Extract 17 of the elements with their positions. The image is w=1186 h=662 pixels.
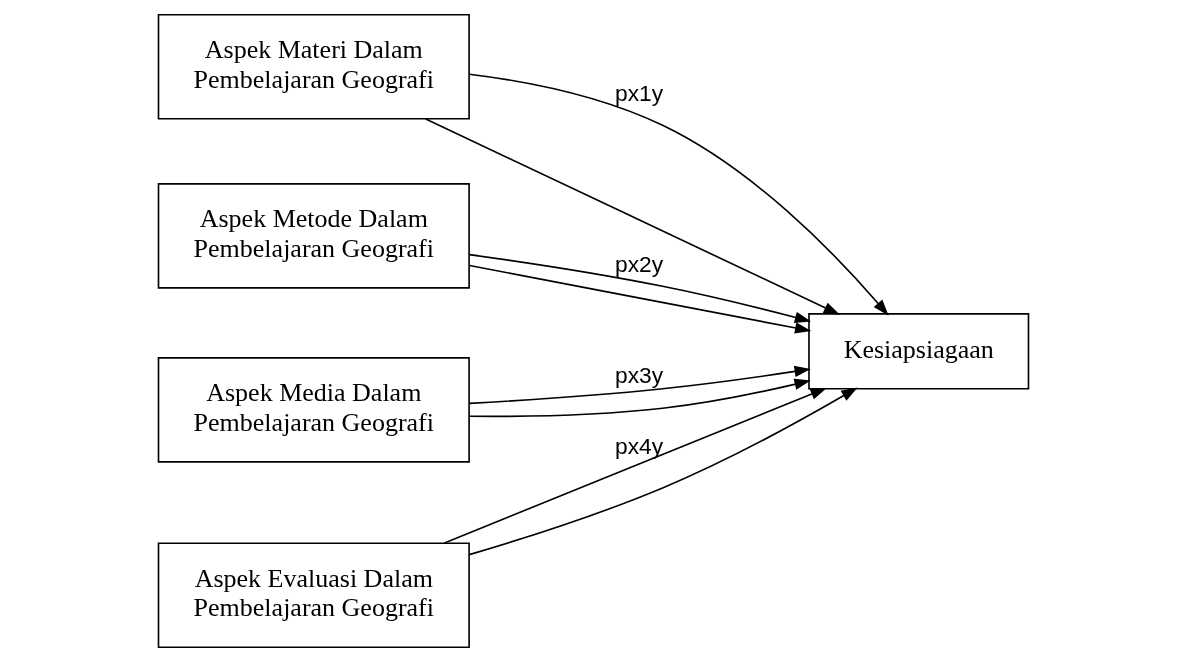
arrow — [443, 387, 827, 544]
node-box: Kesiapsiagaan — [807, 313, 1029, 390]
edge-label: px3y — [614, 361, 663, 388]
arrow — [467, 378, 811, 418]
node-box: Aspek Media Dalam Pembelajaran Geografi — [157, 357, 470, 463]
edge-label: px1y — [614, 80, 663, 107]
arrow — [468, 365, 811, 405]
arrow — [424, 118, 840, 315]
edge-label: px2y — [614, 250, 663, 277]
edge-label: px4y — [614, 433, 663, 460]
node-box: Aspek Metode Dalam Pembelajaran Geografi — [157, 183, 470, 289]
arrow — [468, 253, 811, 323]
arrow — [467, 73, 889, 316]
node-box: Aspek Materi Dalam Pembelajaran Geografi — [157, 13, 470, 120]
arrow — [468, 264, 811, 334]
node-box: Aspek Evaluasi Dalam Pembelajaran Geografi — [157, 542, 470, 649]
arrow — [468, 387, 858, 556]
